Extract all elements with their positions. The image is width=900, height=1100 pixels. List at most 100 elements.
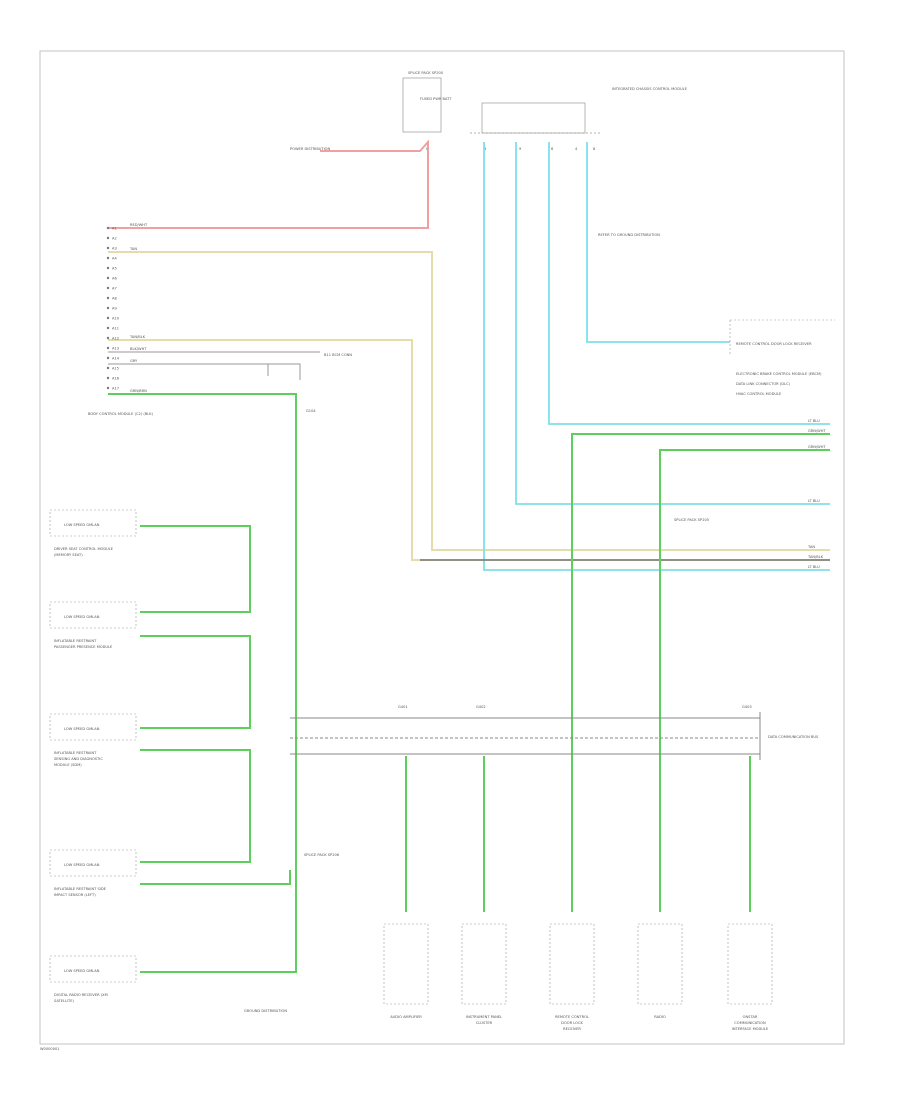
left-module-label: BODY CONTROL MODULE (C2) (BLK) [88, 412, 154, 416]
bottom-module-box [383, 923, 429, 1005]
bottom-module-label: ONSTAR [743, 1015, 758, 1019]
bus-label: DATA COMMUNICATION BUS [768, 735, 819, 739]
left-pin-dot [106, 376, 110, 380]
module-title: LOW SPEED GMLAN [64, 727, 100, 731]
left-pin-dot [106, 386, 110, 390]
bottom-module-label: REMOTE CONTROL [555, 1015, 589, 1019]
left-pin-label: A8 [112, 297, 117, 301]
left-pin-label: A14 [112, 357, 120, 361]
bottom-module-box [637, 923, 683, 1005]
teal-wires [483, 142, 830, 571]
left-pin-label: A16 [112, 377, 120, 381]
left-pin-column: A1A2A3A4A5A6A7A8A9A10A11A12A13A14A15A16A… [106, 226, 120, 391]
module-desc: DIGITAL RADIO RECEIVER (XM [54, 993, 108, 997]
module-desc: INFLATABLE RESTRAINT SIDE [54, 887, 107, 891]
footer-id: W0000001 [40, 1047, 60, 1051]
wire-label-green: GRN/BRN [130, 389, 147, 393]
left-pin-dot [106, 266, 110, 270]
module-title: LOW SPEED GMLAN [64, 863, 100, 867]
green-wires [108, 393, 830, 973]
left-pin-label: A5 [112, 267, 117, 271]
power-source-label: POWER DISTRIBUTION [290, 147, 330, 151]
junction-block-title: SPLICE PACK SP200 [408, 71, 444, 75]
module-desc: DRIVER SEAT CONTROL MODULE [54, 547, 114, 551]
left-pin-dot [106, 236, 110, 240]
left-pin-dot [106, 346, 110, 350]
bottom-module-label: INSTRUMENT PANEL [466, 1015, 502, 1019]
left-pin-dot [106, 306, 110, 310]
left-pin-dot [106, 296, 110, 300]
right-wire-label-6: TAN/BLK [807, 555, 824, 559]
left-pin-label: A10 [112, 317, 120, 321]
mid-node-label-1: B11 BCM CONN [324, 353, 352, 357]
integrated-chassis-connector: INTEGRATED CHASSIS CONTROL MODULE 3 9 6 … [470, 87, 688, 151]
bottom-module-box [727, 923, 773, 1005]
connector-pin-2: 9 [519, 147, 522, 151]
right-connector-1: REMOTE CONTROL DOOR LOCK RECEIVER [736, 342, 812, 346]
gray-wires [108, 351, 830, 561]
junction-block-detail: FUSED PWR BATT [420, 97, 452, 101]
right-connector-3: DATA LINK CONNECTOR (DLC) [736, 382, 790, 386]
right-wire-label-2: GRN/WHT [808, 429, 826, 433]
left-pin-label: A15 [112, 367, 119, 371]
bottom-module-box [461, 923, 507, 1005]
connector-pin-4: 4 [575, 147, 578, 151]
left-pin-label: A9 [112, 307, 117, 311]
module-desc: IMPACT SENSOR (LEFT) [54, 893, 96, 897]
module-desc: INFLATABLE RESTRAINT [54, 751, 97, 755]
left-pin-dot [106, 356, 110, 360]
lower-left-modules: LOW SPEED GMLAN DRIVER SEAT CONTROL MODUL… [49, 509, 137, 1003]
module-title: LOW SPEED GMLAN [64, 523, 100, 527]
connector-pin-5: 8 [593, 147, 596, 151]
wire-label-mid1: TAN/BLK [129, 335, 146, 339]
wire-label-tan: TAN [129, 247, 137, 251]
module-desc: SENSING AND DIAGNOSTIC [54, 757, 103, 761]
wire-label-red: RED/WHT [130, 223, 148, 227]
right-connector-2: ELECTRONIC BRAKE CONTROL MODULE (EBCM) [736, 372, 822, 376]
bottom-module-label: INTERFACE MODULE [732, 1027, 769, 1031]
left-pin-dot [106, 286, 110, 290]
module-desc: PASSENGER PRESENCE MODULE [54, 645, 113, 649]
right-wire-label-4: LT BLU [808, 499, 820, 503]
bottom-module-label: RECEIVER [563, 1027, 581, 1031]
bus-top-label-3: G403 [742, 705, 752, 709]
bottom-module-label: COMMUNICATION [734, 1021, 766, 1025]
right-connector-4: HVAC CONTROL MODULE [736, 392, 782, 396]
left-pin-dot [106, 226, 110, 230]
left-pin-dot [106, 326, 110, 330]
diagram-frame [39, 50, 845, 1045]
left-pin-label: A2 [112, 237, 117, 241]
bottom-module-box [549, 923, 595, 1005]
splice-bottom-label: SPLICE PACK SP206 [304, 853, 340, 857]
right-connector-box [729, 319, 835, 356]
ground-note: REFER TO GROUND DISTRIBUTION [598, 233, 660, 237]
bus-top-label-1: G401 [398, 705, 408, 709]
wire-label-mid3: GRY [130, 359, 138, 363]
bottom-module-label: CLUSTER [476, 1021, 493, 1025]
left-pin-label: A17 [112, 387, 119, 391]
left-pin-dot [106, 246, 110, 250]
right-wire-label-5: TAN [807, 545, 815, 549]
bottom-module-label: RADIO [654, 1015, 666, 1019]
left-pin-label: A6 [112, 277, 117, 281]
left-pin-label: A4 [112, 257, 117, 261]
module-title: LOW SPEED GMLAN [64, 969, 100, 973]
left-pin-dot [106, 366, 110, 370]
left-pin-dot [106, 336, 110, 340]
right-wire-label-3: GRN/WHT [808, 445, 826, 449]
data-bus [290, 712, 761, 760]
module-desc: MODULE (SDM) [54, 763, 82, 767]
left-pin-label: A12 [112, 337, 119, 341]
module-desc: (MEMORY SEAT) [54, 553, 83, 557]
junction-block: SPLICE PACK SP200 FUSED PWR BATT 6 [402, 71, 452, 151]
bus-top-label-2: G402 [476, 705, 486, 709]
connector-title: INTEGRATED CHASSIS CONTROL MODULE [612, 87, 688, 91]
connector-pin-1: 3 [484, 147, 486, 151]
left-pin-label: A7 [112, 287, 117, 291]
module-desc: SATELLITE) [54, 999, 75, 1003]
module-desc: INFLATABLE RESTRAINT [54, 639, 97, 643]
tan-wire [108, 251, 830, 561]
left-pin-dot [106, 276, 110, 280]
